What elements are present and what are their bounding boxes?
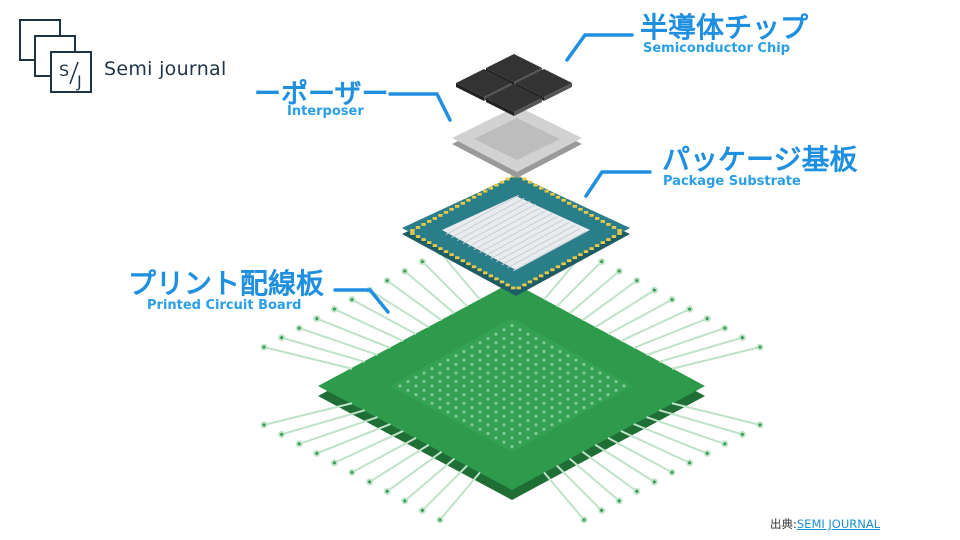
leader-chip xyxy=(565,33,634,62)
label-interposer-en: Interposer xyxy=(287,104,364,119)
interposer xyxy=(452,106,582,178)
source-credit: 出典:SEMI JOURNAL xyxy=(770,516,880,532)
svg-text:S: S xyxy=(59,61,69,80)
brand-logo: S J xyxy=(18,18,258,98)
leader-lines xyxy=(333,33,652,314)
label-chip-en: Semiconductor Chip xyxy=(643,41,790,56)
label-substrate-jp: パッケージ基板 xyxy=(662,143,858,176)
leader-pcb xyxy=(333,288,390,314)
source-link[interactable]: SEMI JOURNAL xyxy=(796,517,881,531)
source-prefix: 出典: xyxy=(770,517,797,531)
substrate-stripes xyxy=(445,194,587,272)
leader-interposer xyxy=(388,92,452,122)
pcb-pad-grid xyxy=(398,323,626,449)
label-pcb-jp: プリント配線板 xyxy=(128,267,325,300)
semi-journal-logo-icon: S J xyxy=(19,19,92,93)
semiconductor-chips xyxy=(456,54,572,116)
substrate-gold-pads xyxy=(410,174,622,290)
brand-name: Semi journal xyxy=(104,58,227,80)
label-interposer-jp: ーポーザー xyxy=(254,79,389,110)
leader-substrate xyxy=(584,170,652,198)
label-chip-jp: 半導体チップ xyxy=(640,11,809,44)
label-pcb-en: Printed Circuit Board xyxy=(147,298,302,313)
label-substrate-en: Package Substrate xyxy=(663,174,801,189)
package-substrate xyxy=(402,174,630,296)
svg-text:J: J xyxy=(76,72,82,91)
